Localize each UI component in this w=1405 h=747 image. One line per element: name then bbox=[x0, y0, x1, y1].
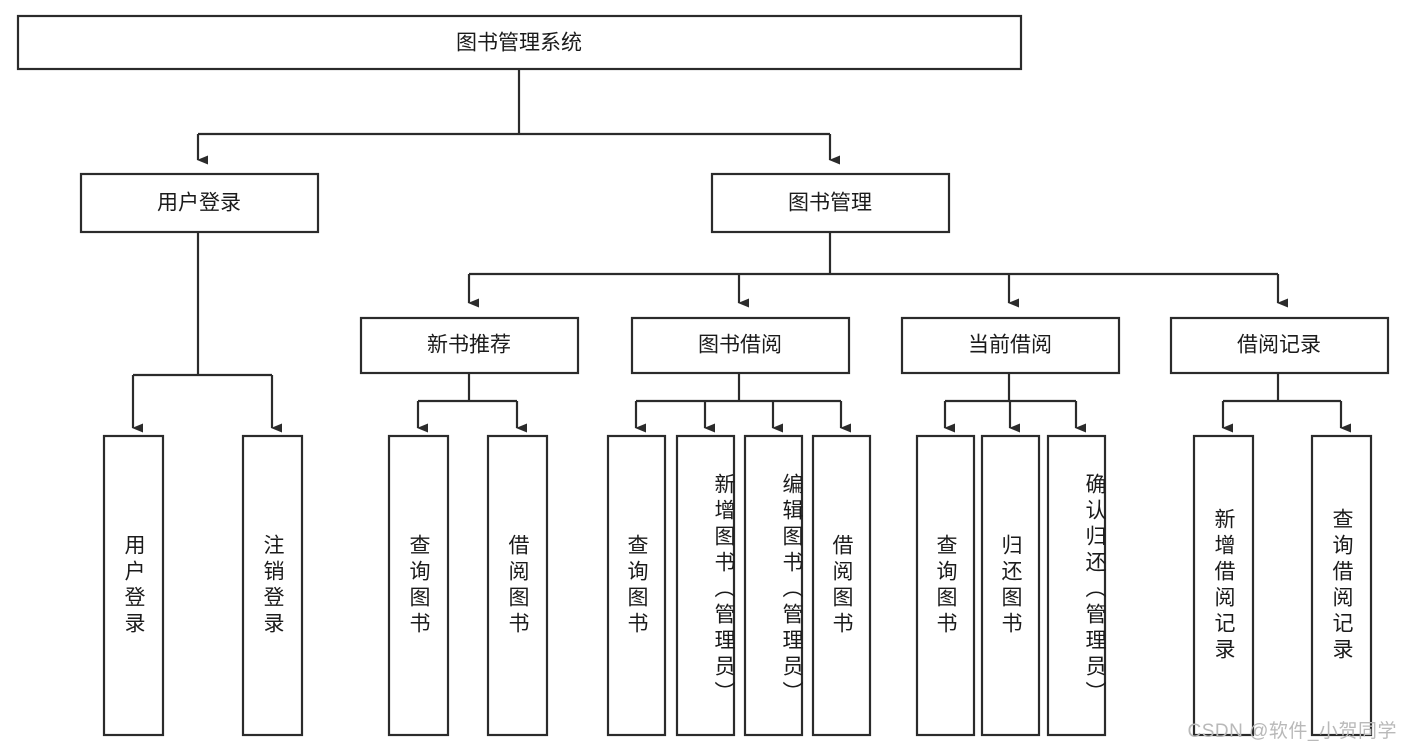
node-leaf-query-book-2[interactable] bbox=[606, 434, 667, 737]
node-leaf-user-logout[interactable] bbox=[241, 434, 304, 737]
node-leaf-query-record[interactable] bbox=[1310, 434, 1373, 737]
node-borrow-record-label: 借阅记录 bbox=[1237, 334, 1321, 357]
node-book-borrow-label: 图书借阅 bbox=[698, 334, 782, 357]
node-leaf-edit-book[interactable] bbox=[743, 434, 804, 737]
node-book-borrow[interactable] bbox=[630, 316, 851, 375]
node-leaf-user-login[interactable] bbox=[102, 434, 165, 737]
watermark: CSDN @软件_小贺同学 bbox=[1187, 721, 1397, 742]
node-root-label: 图书管理系统 bbox=[456, 32, 582, 55]
node-user-login-label: 用户登录 bbox=[157, 192, 241, 215]
node-leaf-query-book-3[interactable] bbox=[915, 434, 976, 737]
node-book-manage-label: 图书管理 bbox=[788, 192, 872, 215]
node-leaf-borrow-book-1[interactable] bbox=[486, 434, 549, 737]
node-leaf-add-book[interactable] bbox=[675, 434, 736, 737]
node-new-book-recommend[interactable] bbox=[359, 316, 580, 375]
node-borrow-record[interactable] bbox=[1169, 316, 1390, 375]
node-leaf-query-book-1[interactable] bbox=[387, 434, 450, 737]
node-leaf-return-book[interactable] bbox=[980, 434, 1041, 737]
node-root[interactable] bbox=[16, 14, 1023, 71]
node-leaf-add-record[interactable] bbox=[1192, 434, 1255, 737]
node-leaf-confirm-return[interactable] bbox=[1046, 434, 1107, 737]
node-current-borrow[interactable] bbox=[900, 316, 1121, 375]
node-user-login[interactable] bbox=[79, 172, 320, 234]
node-current-borrow-label: 当前借阅 bbox=[968, 334, 1052, 357]
node-book-manage[interactable] bbox=[710, 172, 951, 234]
node-new-book-recommend-label: 新书推荐 bbox=[427, 334, 511, 357]
node-leaf-borrow-book-2[interactable] bbox=[811, 434, 872, 737]
